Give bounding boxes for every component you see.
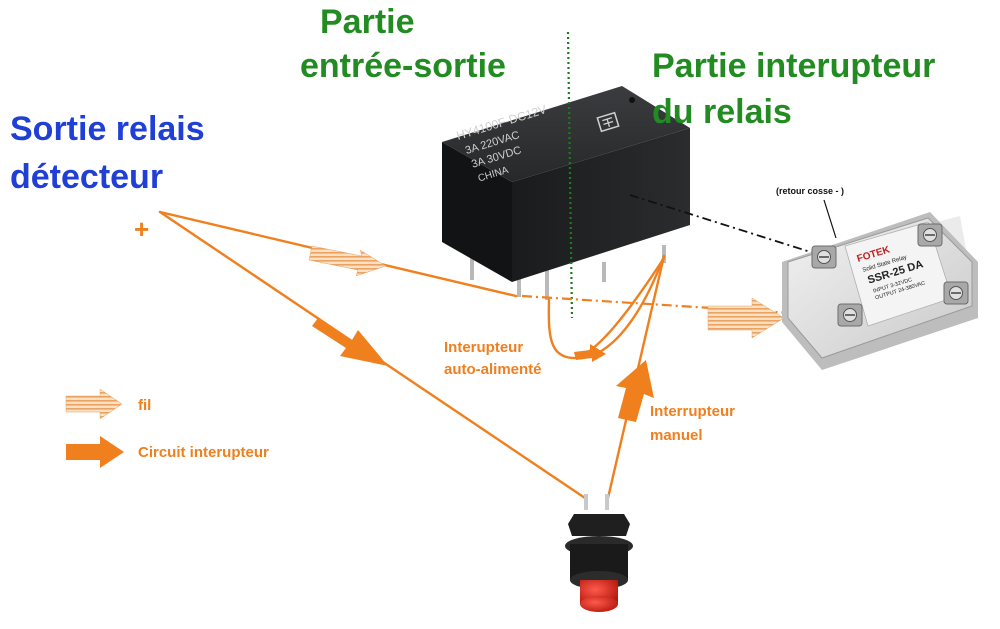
label-interupteur-auto-1: Interupteur <box>444 339 524 356</box>
relay-side-face <box>442 142 512 282</box>
relay-mark-dot <box>629 97 635 103</box>
legend-circuit-arrow <box>66 436 124 468</box>
relay-pin <box>470 258 474 280</box>
legend-fil-label: fil <box>138 397 152 414</box>
relay-pin <box>602 262 606 282</box>
button-pin <box>584 494 588 510</box>
button-back-body <box>568 514 630 536</box>
circuit-arrow-up <box>616 360 654 422</box>
wire-relay-to-ssr <box>521 294 871 320</box>
legend-circuit-label: Circuit interupteur <box>138 444 269 461</box>
label-sortie-relais-2: détecteur <box>10 158 164 196</box>
label-interupteur-auto-2: auto-alimenté <box>444 361 542 378</box>
plus-sign: + <box>134 214 150 244</box>
retour-pointer-line <box>823 199 837 239</box>
relay-pin <box>662 245 666 263</box>
wire-self-powered-loop <box>547 254 666 360</box>
fil-arrow-wire <box>308 245 387 277</box>
wire-return-terminal <box>629 194 821 256</box>
label-partie-entree-sortie-2: entrée-sortie <box>300 47 506 85</box>
relay-pin <box>517 265 521 297</box>
button-pin <box>605 494 609 510</box>
label-interrupteur-manuel-2: manuel <box>650 427 703 444</box>
legend-fil-arrow <box>65 388 123 420</box>
relay-top-face <box>442 86 690 182</box>
push-button-component <box>565 494 633 612</box>
circuit-arrow-diagonal <box>312 318 388 366</box>
label-retour-cosse: (retour cosse - ) <box>776 186 845 196</box>
relay-logo <box>596 111 620 133</box>
label-partie-interupteur-2: du relais <box>652 93 792 131</box>
label-sortie-relais-1: Sortie relais <box>10 110 205 148</box>
label-interrupteur-manuel-1: Interrupteur <box>650 403 736 420</box>
label-partie-interupteur-1: Partie interupteur <box>652 47 936 85</box>
label-partie-entree-sortie-1: Partie <box>320 3 415 41</box>
button-red-cap <box>580 596 618 612</box>
ssr-terminals <box>811 223 969 327</box>
ssr-component: FOTEK Solid State Relay SSR-25 DA INPUT … <box>782 212 978 370</box>
circuit-arrow-small <box>574 344 606 362</box>
relay-front-face <box>512 128 690 282</box>
fil-arrow-ssr <box>707 297 785 339</box>
relay-pin <box>545 270 549 300</box>
